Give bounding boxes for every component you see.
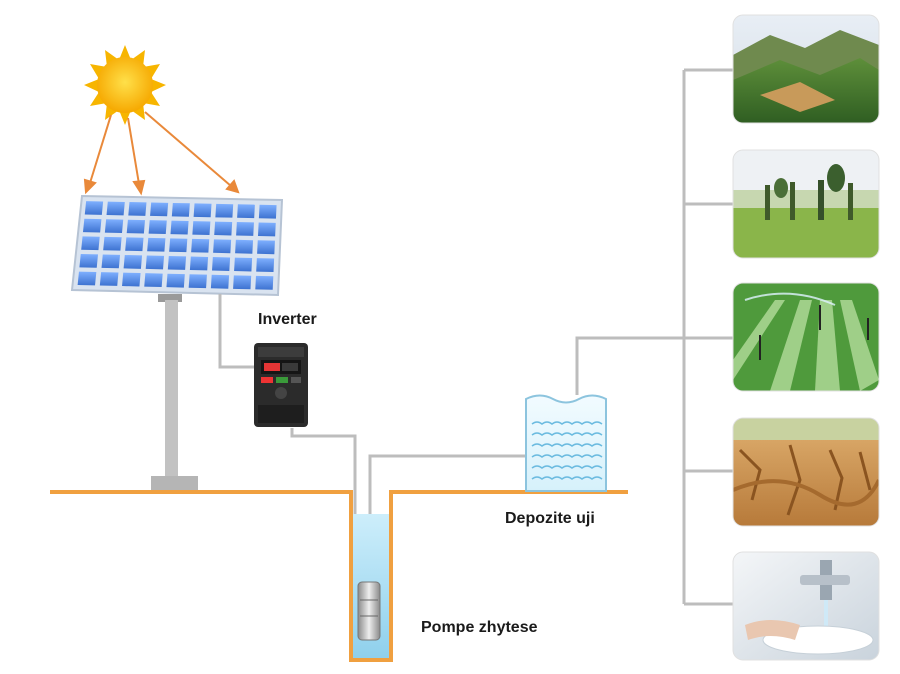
solar-cell bbox=[82, 218, 102, 233]
solar-cell bbox=[213, 239, 232, 254]
application-photo-orchard bbox=[732, 149, 880, 259]
solar-cell bbox=[167, 256, 187, 270]
solar-cell bbox=[188, 274, 207, 289]
tank-wave bbox=[531, 443, 603, 447]
solar-cell bbox=[255, 275, 274, 290]
solar-cell bbox=[145, 255, 165, 270]
solar-cell bbox=[214, 221, 233, 236]
inverter-device bbox=[254, 343, 308, 427]
solar-cell bbox=[234, 257, 253, 272]
solar-cell bbox=[147, 237, 166, 252]
application-photo-dry-soil bbox=[732, 417, 880, 527]
solar-cell bbox=[237, 204, 255, 219]
water-tank bbox=[525, 394, 607, 492]
solar-cell bbox=[256, 258, 275, 273]
tank-wave bbox=[531, 432, 603, 436]
solar-cell bbox=[210, 274, 230, 289]
solar-cell bbox=[144, 273, 163, 288]
solar-cell bbox=[122, 272, 141, 287]
solar-cell bbox=[235, 239, 254, 254]
solar-cell bbox=[81, 236, 100, 251]
solar-cell bbox=[191, 238, 210, 253]
solar-cell bbox=[166, 273, 185, 288]
solar-cell bbox=[125, 237, 144, 252]
solar-cell bbox=[79, 253, 99, 268]
inverter-to-pump-cable bbox=[290, 428, 357, 598]
solar-cell bbox=[123, 254, 143, 269]
sunlight-arrows bbox=[83, 111, 240, 196]
submersible-pump-label: Pompe zhytese bbox=[421, 619, 538, 636]
tank-wave bbox=[531, 454, 603, 458]
solar-cell bbox=[150, 202, 169, 217]
solar-cell bbox=[106, 201, 125, 216]
solar-cell bbox=[211, 257, 231, 271]
solar-panel bbox=[70, 194, 284, 297]
inverter-label: Inverter bbox=[258, 311, 317, 328]
tank-to-distribution-pipe bbox=[575, 336, 684, 395]
tank-wave bbox=[531, 476, 603, 480]
solar-cell bbox=[99, 272, 119, 286]
application-photo-mountain-forest bbox=[732, 14, 880, 124]
solar-cell bbox=[169, 238, 188, 253]
cables-and-pipes bbox=[218, 68, 733, 606]
sun-icon bbox=[84, 45, 166, 125]
solar-cell bbox=[189, 256, 209, 271]
solar-cell bbox=[126, 219, 146, 234]
solar-cell bbox=[84, 201, 104, 215]
pump-to-tank-pipe bbox=[368, 454, 525, 598]
solar-cell bbox=[236, 222, 254, 236]
solar-cell bbox=[192, 221, 211, 235]
solar-cell bbox=[170, 220, 189, 235]
submersible-pump bbox=[357, 581, 381, 641]
application-photo-water-tap bbox=[732, 551, 880, 661]
tank-wave bbox=[531, 465, 603, 469]
solar-cell bbox=[104, 219, 124, 234]
solar-cell bbox=[233, 275, 252, 290]
water-tank-label: Depozite uji bbox=[505, 510, 595, 527]
tank-wave bbox=[531, 421, 603, 425]
solar-cell bbox=[103, 236, 122, 251]
solar-cell bbox=[101, 254, 121, 269]
solar-cell bbox=[77, 271, 97, 286]
solar-cell bbox=[171, 202, 190, 217]
solar-cell bbox=[257, 222, 276, 237]
panel-to-inverter-cable bbox=[218, 294, 254, 369]
application-photo-sprinkler-field bbox=[732, 282, 880, 392]
solar-cell bbox=[257, 240, 275, 255]
solar-cell bbox=[258, 204, 277, 219]
solar-cell bbox=[128, 202, 147, 216]
solar-cell bbox=[148, 220, 167, 234]
solar-cell bbox=[193, 203, 212, 218]
solar-cells bbox=[77, 201, 277, 290]
panel-pole bbox=[151, 294, 198, 490]
solar-cell bbox=[215, 203, 234, 218]
